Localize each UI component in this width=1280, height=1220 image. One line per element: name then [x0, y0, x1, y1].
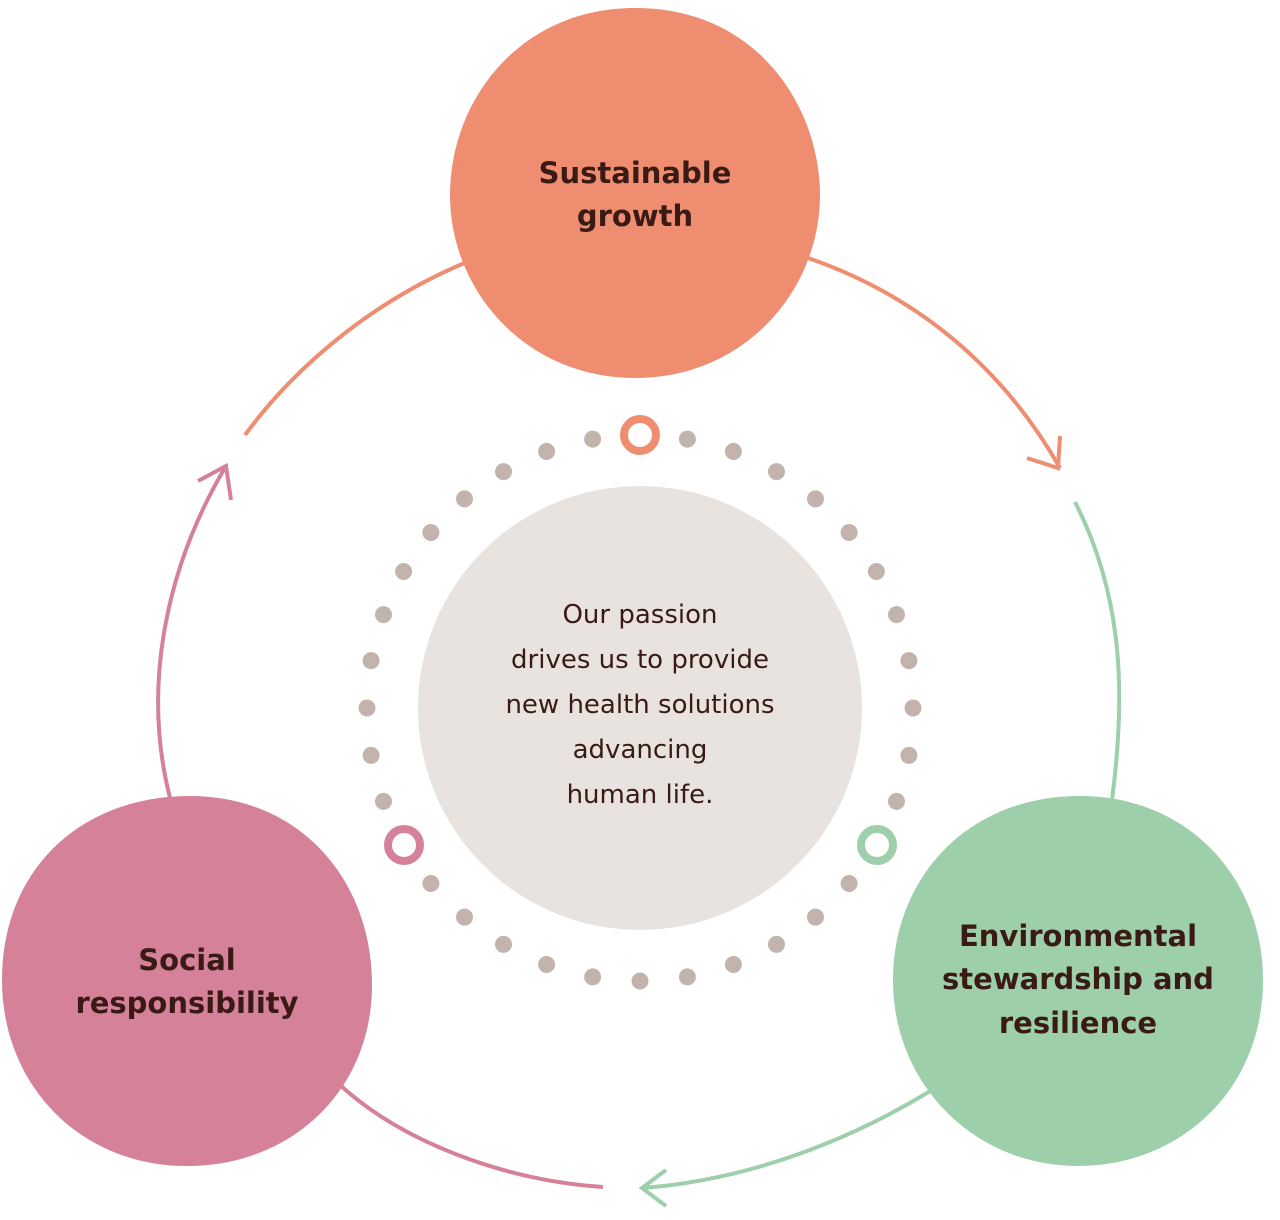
ring-dot — [375, 792, 392, 810]
ring-dot — [904, 699, 922, 717]
ring-dot — [456, 490, 473, 508]
arc-social-to-growth-top — [243, 260, 468, 437]
ring-dot — [900, 746, 918, 764]
arc-environment-to-social — [1073, 501, 1122, 801]
center-line-4: advancing — [572, 734, 708, 765]
node-environment-label: Environmental stewardship and resilience — [908, 900, 1248, 1060]
arrowhead-social-to-growth — [197, 462, 233, 501]
center-line-2: drives us to provide — [511, 644, 769, 675]
node-growth-blob — [450, 8, 820, 378]
node-environment-blob — [893, 796, 1263, 1166]
ring-dot — [768, 935, 785, 953]
ring-dot — [395, 563, 413, 580]
node-social-blob — [2, 796, 372, 1166]
arrowhead-growth-to-environment — [1026, 435, 1062, 471]
ring-dot — [362, 746, 380, 764]
ring-dot — [768, 463, 785, 481]
arc-social-to-growth-left — [156, 464, 228, 799]
ring-dot — [495, 935, 512, 953]
ring-dot — [631, 972, 649, 990]
node-growth-label: Sustainable growth — [485, 140, 785, 250]
node-environment-line-3: resilience — [998, 1005, 1158, 1040]
node-social-line-2: responsibility — [75, 986, 299, 1020]
center-text: Our passion drives us to provide new hea… — [440, 590, 840, 820]
node-environment-line-2: stewardship and — [942, 962, 1214, 997]
node-social-line-1: Social — [138, 942, 236, 977]
ring-dot — [538, 443, 556, 460]
ring-dot — [678, 430, 696, 448]
ring-dot — [888, 606, 905, 624]
center-line-1: Our passion — [562, 599, 718, 630]
arc-growth-to-environment — [807, 256, 1062, 469]
ring-marker-environment — [857, 825, 897, 865]
ring-dot — [807, 908, 824, 926]
dotted-ring — [358, 430, 922, 990]
ring-dot — [840, 524, 858, 541]
ring-dot — [724, 956, 742, 973]
ring-dot — [375, 606, 392, 624]
arc-environment-to-social-lower — [641, 1088, 934, 1190]
arrowhead-environment-to-social — [638, 1168, 668, 1208]
node-environment-line-1: Environmental — [958, 918, 1198, 953]
ring-dot — [724, 443, 742, 460]
ring-dot — [362, 652, 380, 670]
node-social-label: Social responsibility — [17, 927, 357, 1037]
ring-marker-growth — [620, 415, 660, 455]
center-circle — [418, 486, 862, 930]
ring-dot — [888, 792, 905, 810]
ring-dot — [358, 699, 376, 717]
center-line-5: human life. — [566, 779, 714, 810]
arc-social-to-growth — [338, 1083, 604, 1189]
ring-dot — [456, 908, 473, 926]
ring-dot — [678, 968, 696, 986]
ring-dot — [495, 463, 512, 481]
center-line-3: new health solutions — [505, 689, 775, 720]
ring-dot — [900, 652, 918, 670]
ring-dot — [538, 956, 556, 973]
node-growth-line-2: growth — [576, 199, 694, 233]
ring-dot — [584, 430, 602, 448]
ring-dot — [867, 563, 885, 580]
ring-dot — [422, 875, 440, 892]
ring-dot — [584, 968, 602, 986]
ring-dot — [840, 875, 858, 892]
ring-marker-social — [384, 825, 424, 865]
node-growth-line-1: Sustainable — [538, 155, 732, 190]
ring-dot — [422, 524, 440, 541]
ring-dot — [807, 490, 824, 508]
